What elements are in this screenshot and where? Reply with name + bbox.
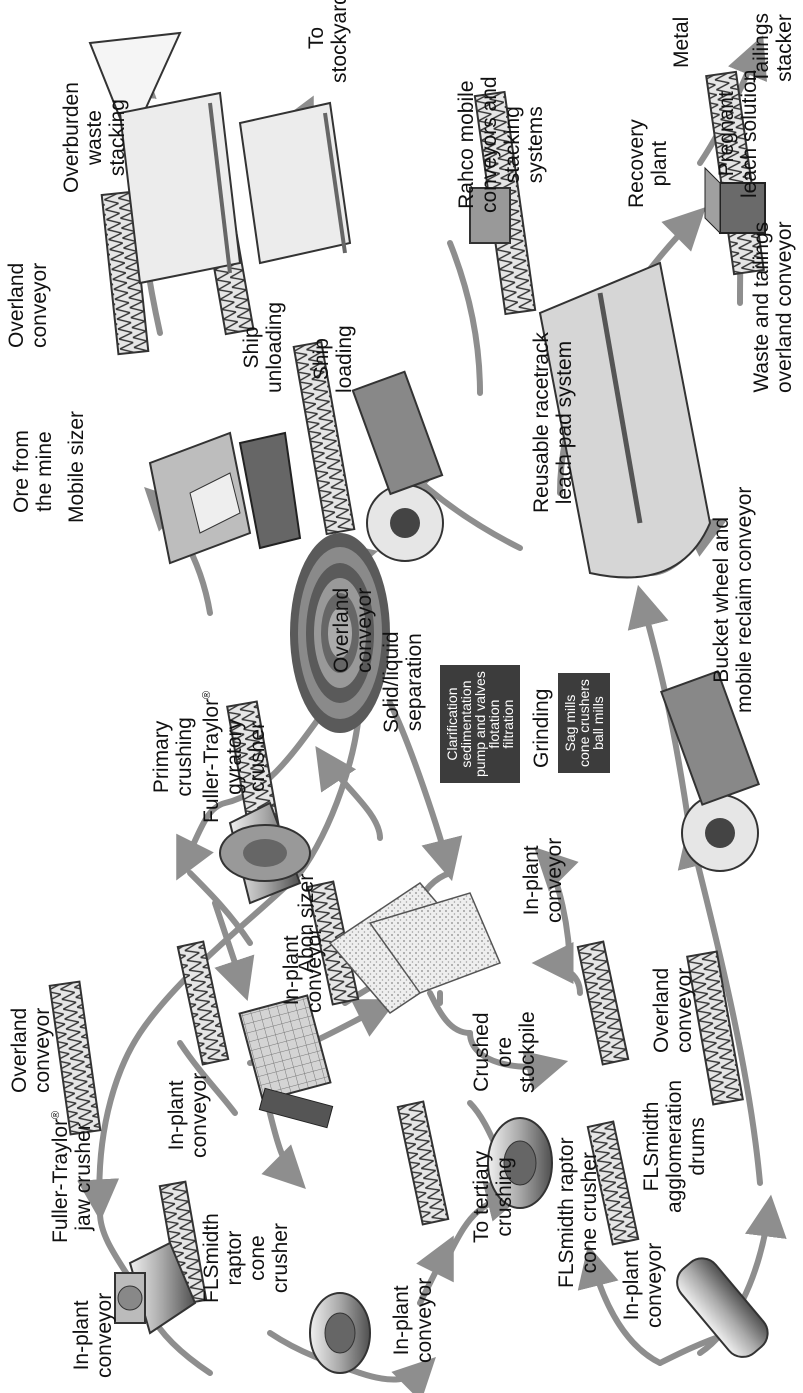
bucket-wheel-1	[353, 372, 443, 561]
raptor-cone-crusher-1	[310, 1293, 370, 1373]
abon-sizer	[240, 995, 333, 1127]
ship-unloader	[120, 93, 240, 283]
ship-loader	[240, 103, 350, 263]
separation-methods-box: Clarification sedimentation pump and val…	[440, 665, 520, 783]
label-primary-crushing: Primary crushing Fuller-Traylor® gyrator…	[150, 691, 269, 823]
label-jaw-crusher: Fuller-Traylor® jaw crusher	[45, 1111, 95, 1243]
label-metal: Metal	[670, 17, 693, 68]
inplant-conveyor-raptor	[398, 1102, 448, 1225]
grinding-methods-box: Sag mills cone crushers ball mills	[558, 673, 610, 773]
agglomeration-drum	[670, 1251, 775, 1364]
mobile-sizer	[150, 433, 300, 563]
inplant-conveyor-grinding	[578, 942, 628, 1065]
label-grinding: Grinding	[530, 689, 553, 768]
label-mobile-sizer: Mobile sizer	[65, 411, 88, 523]
